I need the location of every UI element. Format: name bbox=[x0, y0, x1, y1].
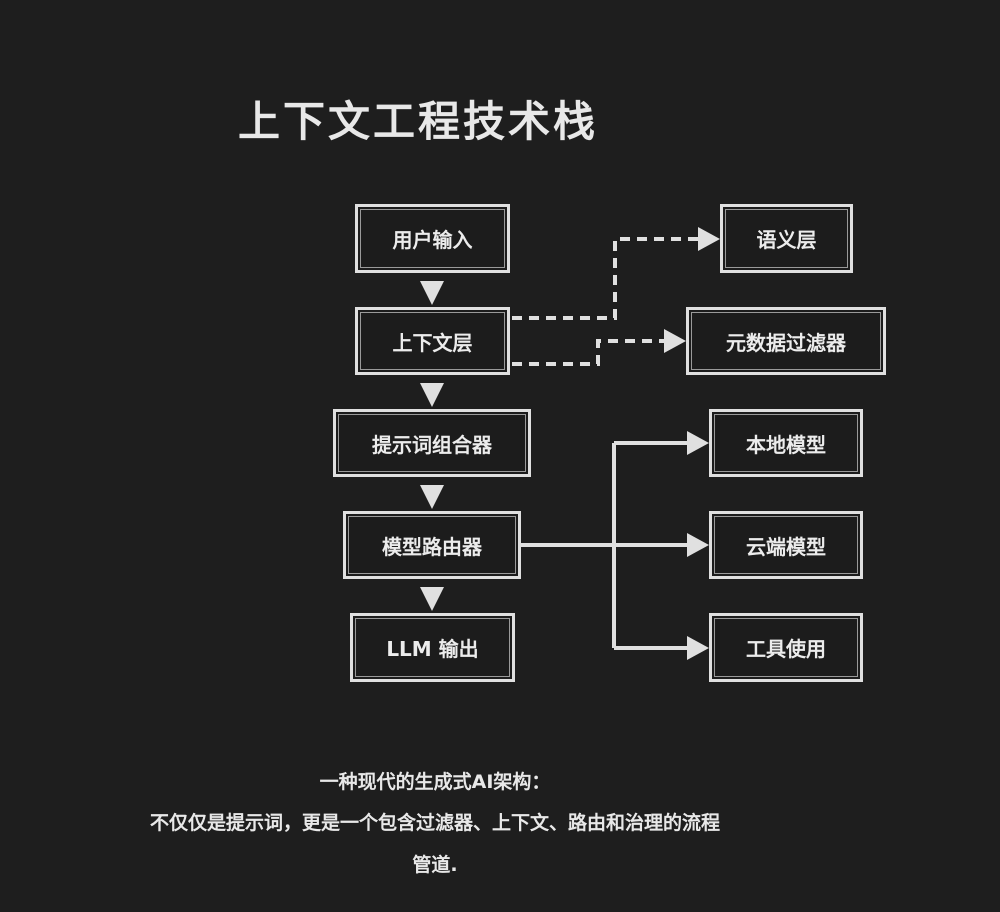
caption-line-3: 管道. bbox=[412, 854, 458, 876]
arrowhead-tool bbox=[687, 636, 709, 660]
node-label: 上下文层 bbox=[392, 330, 473, 355]
arrowhead-metadata bbox=[664, 329, 686, 353]
dashed-edge-semantic bbox=[512, 237, 698, 320]
node-cloud-model: 云端模型 bbox=[709, 511, 863, 579]
node-label: 提示词组合器 bbox=[372, 432, 492, 457]
arrowhead-cloud bbox=[687, 533, 709, 557]
node-semantic-layer: 语义层 bbox=[720, 204, 853, 273]
node-label: 云端模型 bbox=[746, 534, 826, 559]
diagram-title: 上下文工程技术栈 bbox=[238, 97, 599, 146]
node-label: LLM 输出 bbox=[386, 637, 479, 661]
node-label: 语义层 bbox=[756, 228, 817, 252]
node-local-model: 本地模型 bbox=[709, 409, 863, 477]
node-label: 工具使用 bbox=[746, 637, 826, 661]
arrow-down-4 bbox=[420, 587, 444, 611]
node-context-layer: 上下文层 bbox=[355, 307, 510, 375]
node-metadata-filter: 元数据过滤器 bbox=[686, 307, 886, 375]
dashed-edge-metadata bbox=[512, 339, 664, 366]
node-user-input: 用户输入 bbox=[355, 204, 510, 273]
node-prompt-composer: 提示词组合器 bbox=[333, 409, 531, 477]
arrow-down-1 bbox=[420, 281, 444, 305]
node-label: 本地模型 bbox=[746, 432, 826, 457]
arrow-down-3 bbox=[420, 485, 444, 509]
arrowhead-local bbox=[687, 431, 709, 455]
node-label: 模型路由器 bbox=[382, 534, 482, 559]
arrowhead-semantic bbox=[698, 227, 720, 251]
arrow-down-2 bbox=[420, 383, 444, 407]
caption-line-2: 不仅仅是提示词，更是一个包含过滤器、上下文、路由和治理的流程 bbox=[149, 812, 720, 834]
node-model-router: 模型路由器 bbox=[343, 511, 521, 579]
caption-line-1: 一种现代的生成式AI架构： bbox=[319, 771, 551, 793]
node-tool-use: 工具使用 bbox=[709, 613, 863, 682]
node-label: 元数据过滤器 bbox=[726, 330, 846, 355]
node-label: 用户输入 bbox=[392, 228, 473, 252]
node-llm-output: LLM 输出 bbox=[350, 613, 515, 682]
